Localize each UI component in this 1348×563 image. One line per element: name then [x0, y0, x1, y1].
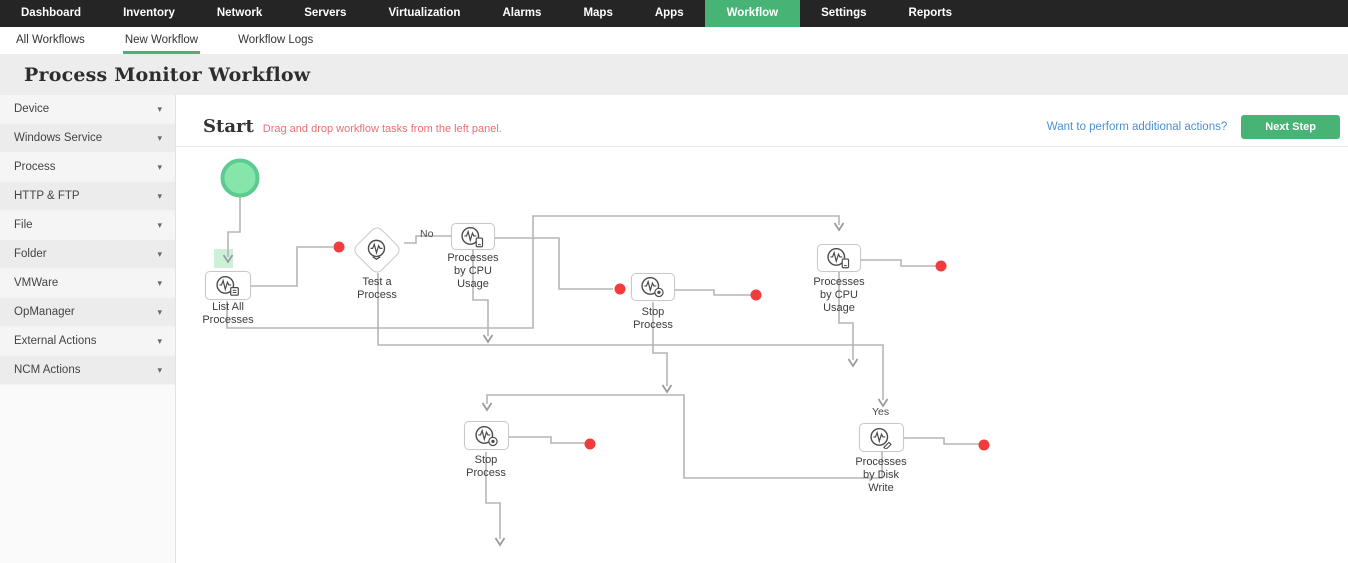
- process-monitor-cpu-icon: [827, 247, 850, 269]
- workflow-diagram: List All Processes Test a Process Proces…: [176, 95, 1348, 563]
- node-label: Test a Process: [357, 276, 397, 301]
- sidebar-item-label: Folder: [14, 248, 47, 260]
- node-processes-by-disk-write[interactable]: [859, 423, 904, 452]
- connector-lines: [226, 196, 979, 539]
- sidebar-item-label: Process: [14, 161, 56, 173]
- node-label: Stop Process: [466, 454, 506, 479]
- sidebar-item-windows-service[interactable]: Windows Service ▾: [0, 124, 175, 153]
- sidebar-item-label: HTTP & FTP: [14, 190, 80, 202]
- chevron-down-icon: ▾: [157, 277, 162, 288]
- process-stop-icon: [641, 276, 664, 298]
- sidebar-item-device[interactable]: Device ▾: [0, 95, 175, 124]
- arrowheads: [222, 222, 889, 547]
- connector-layer: [214, 158, 990, 547]
- nav-item-workflow[interactable]: Workflow: [704, 0, 801, 27]
- page-title: Process Monitor Workflow: [24, 63, 311, 86]
- process-test-icon: [367, 239, 386, 260]
- node-label: List All Processes: [202, 301, 254, 326]
- sidebar-item-vmware[interactable]: VMWare ▾: [0, 269, 175, 298]
- nav-item-inventory[interactable]: Inventory: [123, 7, 175, 19]
- task-palette-sidebar: Device ▾ Windows Service ▾ Process ▾ HTTP &…: [0, 95, 176, 563]
- workflow-sub-nav: All Workflows New Workflow Workflow Logs: [0, 27, 1348, 54]
- node-stop-process-1[interactable]: [631, 273, 675, 301]
- node-label: Processes by CPU Usage: [813, 276, 865, 314]
- sidebar-item-label: OpManager: [14, 306, 75, 318]
- sidebar-item-label: NCM Actions: [14, 364, 81, 376]
- edge-label-no: No: [420, 228, 434, 240]
- process-monitor-cpu-icon: [461, 226, 484, 247]
- chevron-down-icon: ▾: [157, 132, 162, 143]
- sidebar-item-folder[interactable]: Folder ▾: [0, 240, 175, 269]
- tab-workflow-logs[interactable]: Workflow Logs: [238, 34, 314, 46]
- node-stop-process-2[interactable]: [464, 421, 509, 450]
- node-processes-by-cpu-usage-1[interactable]: [451, 223, 495, 250]
- chevron-down-icon: ▾: [157, 190, 162, 201]
- node-processes-by-cpu-usage-2[interactable]: [817, 244, 861, 272]
- nav-item-alarms[interactable]: Alarms: [502, 7, 542, 19]
- sidebar-item-http-ftp[interactable]: HTTP & FTP ▾: [0, 182, 175, 211]
- start-node-circle[interactable]: [220, 158, 260, 198]
- sidebar-item-process[interactable]: Process ▾: [0, 153, 175, 182]
- node-test-a-process[interactable]: [351, 224, 403, 276]
- chevron-down-icon: ▾: [157, 161, 162, 172]
- sidebar-item-label: External Actions: [14, 335, 97, 347]
- process-disk-write-icon: [869, 427, 892, 449]
- chevron-down-icon: ▾: [157, 364, 162, 375]
- sidebar-item-label: Windows Service: [14, 132, 103, 144]
- chevron-down-icon: ▾: [157, 335, 162, 346]
- nav-item-maps[interactable]: Maps: [583, 7, 613, 19]
- tab-all-workflows[interactable]: All Workflows: [16, 34, 85, 46]
- drag-drop-hint: Drag and drop workflow tasks from the le…: [262, 123, 502, 135]
- tab-new-workflow[interactable]: New Workflow: [122, 27, 201, 54]
- next-step-button[interactable]: Next Step: [1241, 114, 1340, 139]
- start-section-label: Start: [203, 116, 254, 137]
- sidebar-item-file[interactable]: File ▾: [0, 211, 175, 240]
- node-label: Stop Process: [633, 306, 673, 331]
- nav-item-settings[interactable]: Settings: [821, 7, 867, 19]
- nav-item-reports[interactable]: Reports: [908, 7, 952, 19]
- node-label: Processes by CPU Usage: [447, 252, 499, 290]
- canvas-header: Start Drag and drop workflow tasks from …: [176, 95, 1348, 147]
- process-monitor-list-icon: [216, 275, 239, 296]
- nav-item-virtualization[interactable]: Virtualization: [388, 7, 461, 19]
- connector-endpoint-dots[interactable]: [333, 241, 990, 451]
- additional-actions-link[interactable]: Want to perform additional actions?: [1046, 120, 1228, 133]
- chevron-down-icon: ▾: [157, 103, 162, 114]
- sidebar-item-ncm-actions[interactable]: NCM Actions ▾: [0, 356, 175, 385]
- edge-label-yes: Yes: [872, 406, 890, 418]
- chevron-down-icon: ▾: [157, 306, 162, 317]
- sidebar-item-label: VMWare: [14, 277, 59, 289]
- nav-item-network[interactable]: Network: [216, 7, 263, 19]
- sidebar-item-label: Device: [14, 103, 50, 115]
- nav-item-apps[interactable]: Apps: [654, 7, 684, 19]
- sidebar-item-external-actions[interactable]: External Actions ▾: [0, 327, 175, 356]
- nav-item-servers[interactable]: Servers: [304, 7, 347, 19]
- node-list-all-processes[interactable]: [205, 271, 251, 300]
- sidebar-item-label: File: [14, 219, 33, 231]
- nav-item-dashboard[interactable]: Dashboard: [21, 7, 82, 19]
- node-label: Processes by Disk Write: [855, 456, 907, 494]
- chevron-down-icon: ▾: [157, 248, 162, 259]
- workflow-canvas[interactable]: Start Drag and drop workflow tasks from …: [176, 95, 1348, 563]
- sidebar-item-opmanager[interactable]: OpManager ▾: [0, 298, 175, 327]
- top-nav: Dashboard Inventory Network Servers Virt…: [0, 0, 1348, 27]
- process-stop-icon: [474, 425, 498, 446]
- chevron-down-icon: ▾: [157, 219, 162, 230]
- title-bar: Process Monitor Workflow: [0, 54, 1348, 95]
